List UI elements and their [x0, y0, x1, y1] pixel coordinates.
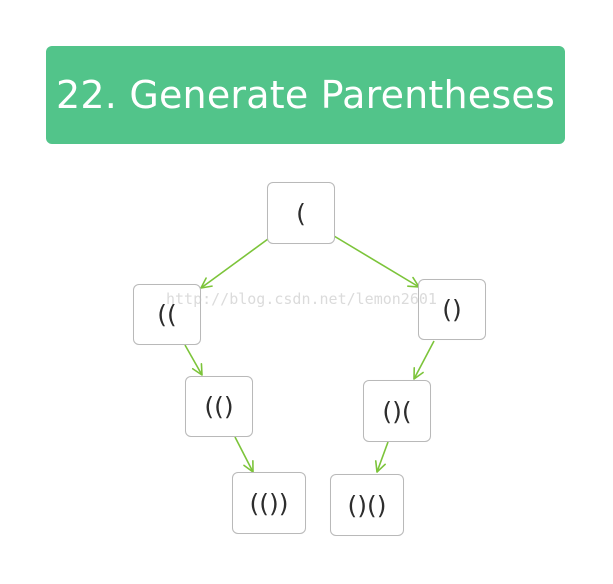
- tree-node-label: ()(): [347, 490, 387, 520]
- tree-node-label: ((): [204, 392, 234, 421]
- tree-node: (: [267, 182, 335, 244]
- edge-right-to-child: [413, 340, 435, 380]
- tree-node: (): [418, 279, 486, 340]
- tree-node-label: (): [442, 295, 462, 324]
- edge-root-to-left: [200, 238, 269, 289]
- edge-left-to-child: [184, 344, 203, 376]
- edge-root-to-right: [333, 235, 420, 288]
- tree-node: (()): [232, 472, 306, 534]
- tree-node-label: (()): [249, 488, 289, 518]
- tree-node-label: (: [296, 198, 306, 228]
- edge-leftchild-to-leaf: [234, 436, 254, 473]
- tree-node: ()(): [330, 474, 404, 536]
- title-banner: 22. Generate Parentheses: [46, 46, 565, 144]
- tree-node: ((: [133, 284, 201, 345]
- page-title: 22. Generate Parentheses: [56, 73, 555, 117]
- tree-node-label: ((: [157, 300, 177, 329]
- tree-node: ()(: [363, 380, 431, 442]
- tree-node-label: ()(: [382, 396, 412, 426]
- edge-rightchild-to-leaf: [374, 441, 389, 473]
- tree-node: ((): [185, 376, 253, 437]
